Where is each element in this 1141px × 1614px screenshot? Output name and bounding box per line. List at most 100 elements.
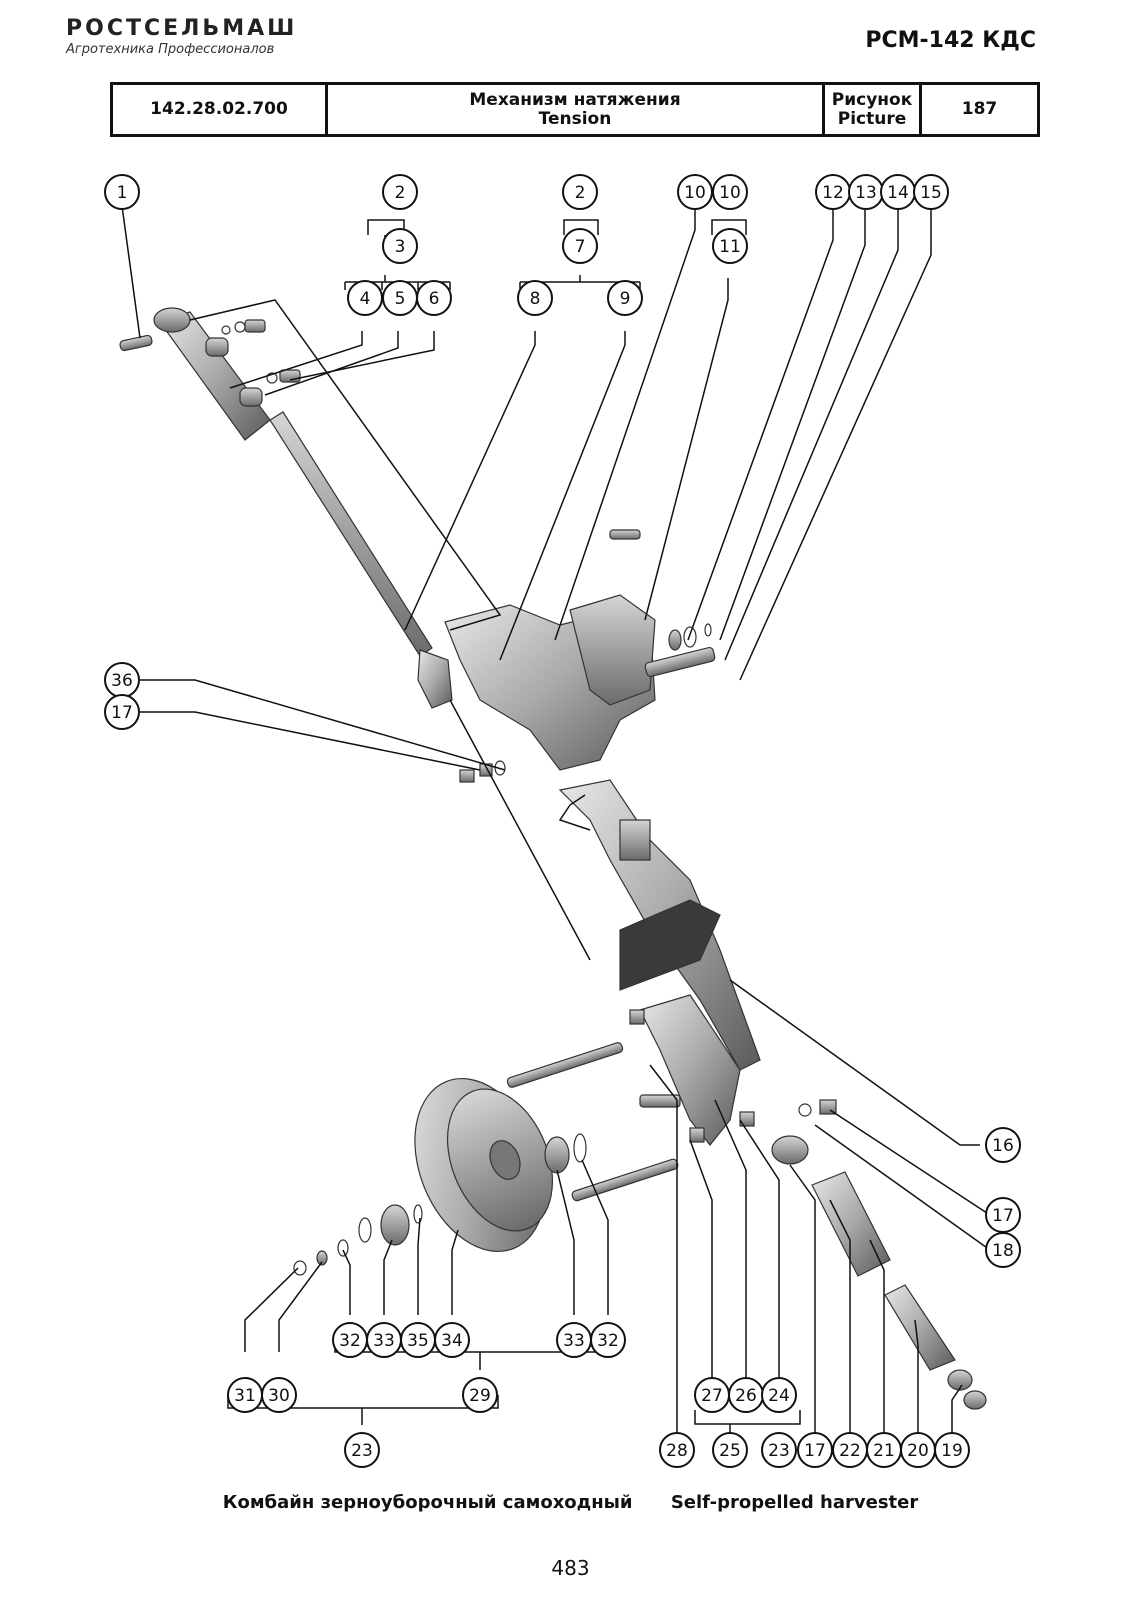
logo-tagline: Агротехника Профессионалов <box>66 42 275 57</box>
callout-circle <box>659 1432 695 1468</box>
callout-number: 9 <box>620 289 631 309</box>
callout-circle <box>985 1127 1021 1163</box>
part-washer <box>798 1103 812 1117</box>
callout-balloon: 20 <box>900 1432 936 1468</box>
part-shaft <box>571 1158 679 1202</box>
callout-balloon: 25 <box>712 1432 748 1468</box>
part-bolt <box>644 646 716 678</box>
part-washer <box>704 623 712 637</box>
callout-circle <box>416 280 452 316</box>
part-spring-cup <box>771 1135 809 1165</box>
part-lower-plate <box>639 994 741 1146</box>
callout-balloon: 10 <box>677 174 713 210</box>
callout-balloon: 28 <box>659 1432 695 1468</box>
callout-number: 15 <box>920 183 942 203</box>
callout-circle <box>761 1432 797 1468</box>
callout-circle <box>712 174 748 210</box>
part-washer <box>266 372 278 384</box>
callout-number: 3 <box>395 237 406 257</box>
figure-number-text: 187 <box>961 99 998 119</box>
callout-number: 23 <box>768 1441 790 1461</box>
figure-label-en: Picture <box>837 108 907 129</box>
part-washer <box>234 321 246 333</box>
callout-number: 29 <box>469 1386 491 1406</box>
callout-balloon: 23 <box>344 1432 380 1468</box>
part-cylinder-port <box>205 337 229 357</box>
callout-number: 14 <box>887 183 909 203</box>
callout-balloon: 22 <box>832 1432 868 1468</box>
callout-balloon: 13 <box>848 174 884 210</box>
figure-label: Рисунок Picture <box>825 85 922 134</box>
part-circlip <box>573 1133 587 1163</box>
part-bolt <box>639 1094 681 1108</box>
part-bracket-plate <box>569 594 656 706</box>
callout-balloon: 2 <box>382 174 418 210</box>
parts-group <box>119 307 987 1410</box>
callout-balloon: 4 <box>347 280 383 316</box>
caption-ru: Комбайн зерноуборочный самоходный <box>222 1492 633 1513</box>
callout-circle <box>562 174 598 210</box>
figure-number: 187 <box>922 85 1037 134</box>
callout-balloon: 30 <box>261 1377 297 1413</box>
part-spring <box>811 1171 891 1277</box>
part-pin-small <box>609 529 641 540</box>
callout-circle <box>712 1432 748 1468</box>
part-circlip <box>413 1204 423 1224</box>
callout-circle <box>590 1322 626 1358</box>
part-pin <box>119 334 153 352</box>
assembly-name: Механизм натяжения Tension <box>328 85 825 134</box>
callout-number: 6 <box>429 289 440 309</box>
callout-balloon: 31 <box>227 1377 263 1413</box>
callout-balloon: 18 <box>985 1232 1021 1268</box>
part-arm-pad <box>619 819 651 861</box>
callout-number: 28 <box>666 1441 688 1461</box>
callout-number: 34 <box>441 1331 463 1351</box>
callout-circle <box>913 174 949 210</box>
callout-balloon: 23 <box>761 1432 797 1468</box>
callout-circle <box>434 1322 470 1358</box>
exploded-view-diagram: 1234562789101011121314153617161718323335… <box>104 174 1021 1468</box>
part-nut <box>739 1111 755 1127</box>
callout-number: 17 <box>111 703 133 723</box>
callout-number: 1 <box>117 183 128 203</box>
callout-circle <box>104 174 140 210</box>
part-fitting <box>244 319 266 333</box>
callout-circle <box>517 280 553 316</box>
callout-balloon: 2 <box>562 174 598 210</box>
callout-balloon: 17 <box>797 1432 833 1468</box>
part-cylinder-eye <box>153 307 191 333</box>
callout-number: 32 <box>339 1331 361 1351</box>
caption-en: Self-propelled harvester <box>670 1492 919 1513</box>
callout-number: 8 <box>530 289 541 309</box>
callout-number: 20 <box>907 1441 929 1461</box>
callout-circle <box>712 228 748 264</box>
part-rod-end <box>417 649 453 709</box>
brand-logo: РОСТСЕЛЬМАШ Агротехника Профессионалов <box>66 18 297 58</box>
callout-number: 33 <box>373 1331 395 1351</box>
model-label: РСМ-142 КДС <box>865 28 1036 53</box>
callout-balloon: 17 <box>985 1197 1021 1233</box>
callout-balloon: 6 <box>416 280 452 316</box>
callout-balloon: 5 <box>382 280 418 316</box>
callout-number: 2 <box>395 183 406 203</box>
assembly-name-ru: Механизм натяжения <box>469 89 681 110</box>
footer-caption: Комбайн зерноуборочный самоходный Self-p… <box>0 1492 1141 1513</box>
callout-number: 13 <box>855 183 877 203</box>
callout-circle <box>607 280 643 316</box>
part-bearing <box>544 1136 570 1174</box>
callout-number: 27 <box>701 1386 723 1406</box>
callout-number: 5 <box>395 289 406 309</box>
callout-circle <box>562 228 598 264</box>
callout-number: 32 <box>597 1331 619 1351</box>
callout-number: 17 <box>992 1206 1014 1226</box>
callout-circle <box>934 1432 970 1468</box>
callout-balloon: 10 <box>712 174 748 210</box>
part-rod <box>269 411 433 657</box>
callout-number: 21 <box>873 1441 895 1461</box>
callout-number: 4 <box>360 289 371 309</box>
callout-circle <box>261 1377 297 1413</box>
callout-number: 10 <box>684 183 706 203</box>
callout-balloon: 34 <box>434 1322 470 1358</box>
part-number: 142.28.02.700 <box>113 85 328 134</box>
